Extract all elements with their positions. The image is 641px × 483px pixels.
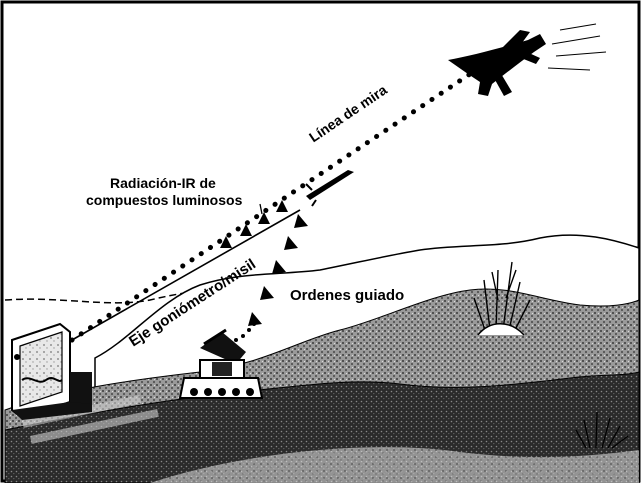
- guidance-arrows: [234, 214, 308, 342]
- guidance-orders-label: Ordenes guiado: [290, 287, 405, 304]
- line-of-sight-dotted: [69, 63, 485, 343]
- ir-label-pointer: [259, 203, 263, 215]
- ir-radiation-label-line2: compuestos luminosos: [86, 192, 243, 208]
- bush: [575, 411, 629, 449]
- target-aircraft: [448, 23, 607, 96]
- ir-radiation-markers: [220, 200, 288, 248]
- ir-radiation-label-line1: Radiación-IR de: [110, 175, 216, 191]
- missile-launcher: [178, 328, 264, 399]
- missile: [305, 170, 354, 207]
- goniometer-axis-line: [71, 209, 301, 341]
- guidance-station: [11, 322, 92, 420]
- foreground-highlight: [150, 447, 639, 483]
- explosion-burst: [473, 261, 531, 336]
